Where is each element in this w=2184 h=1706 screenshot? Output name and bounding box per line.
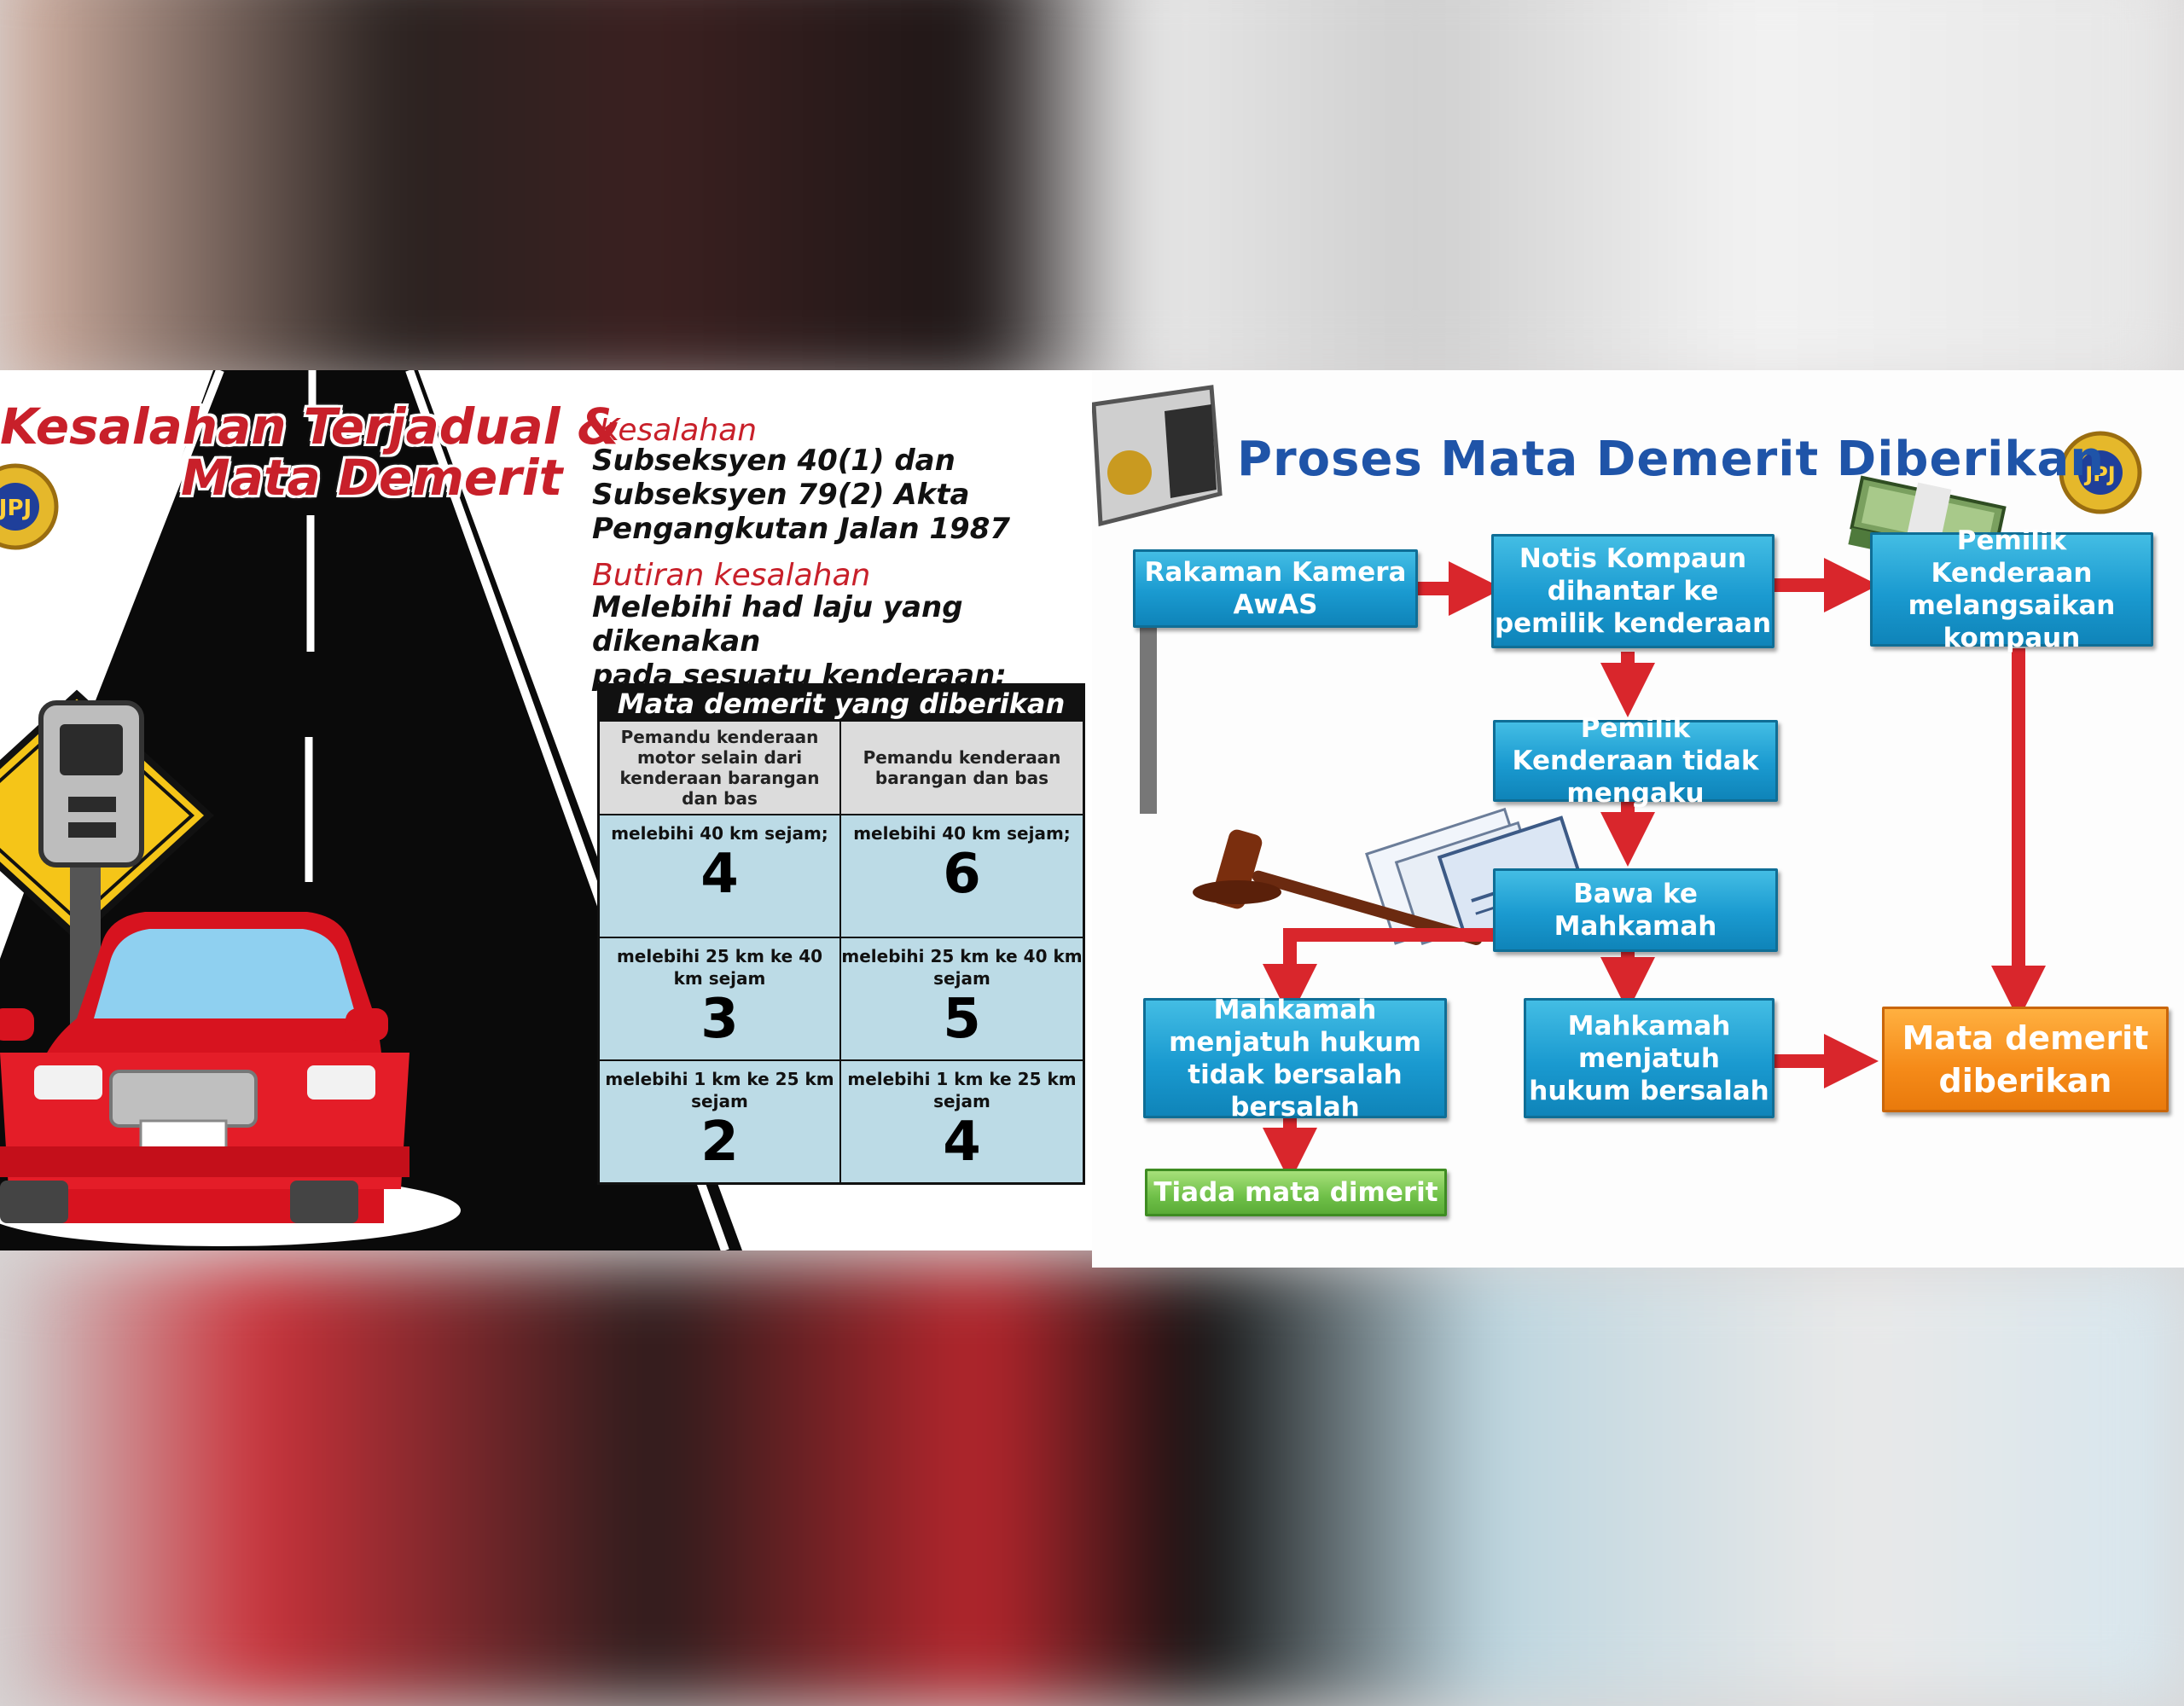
details-text: Melebihi had laju yang dikenakan pada se… (592, 590, 1007, 693)
panel-title-line1: Kesalahan Terjadual & (0, 397, 621, 456)
table-cell: melebihi 25 km ke 40 km sejam 5 (841, 946, 1083, 1051)
box-owner-pays: Pemilik Kenderaan melangsaikan kompaun (1870, 525, 2153, 653)
jpj-badge-icon: JPJ (0, 463, 59, 550)
table-cell: melebihi 40 km sejam; 6 (853, 823, 1071, 906)
table-divider (600, 937, 1083, 938)
offence-heading: Kesalahan (599, 413, 758, 448)
box-guilty: Mahkamah menjatuh hukum bersalah (1524, 998, 1774, 1118)
table-header-goods-bus-drivers: Pemandu kenderaan barangan dan bas (841, 722, 1083, 814)
gavel-icon (1193, 829, 1483, 945)
box-no-demerit: Tiada mata dimerit (1145, 1169, 1447, 1216)
box-camera-recording: Rakaman Kamera AwAS (1133, 549, 1418, 628)
road-illustration: JPJ (0, 370, 742, 1250)
offence-text: Subseksyen 40(1) dan Subseksyen 79(2) Ak… (592, 444, 1011, 546)
arrow (1263, 928, 1493, 1018)
speed-camera-icon (1092, 385, 1223, 814)
blurred-background-bottom (0, 1262, 2184, 1706)
box-demerit-given: Mata demerit diberikan (1882, 1007, 2169, 1112)
box-court: Bawa ke Mahkamah (1493, 868, 1778, 952)
table-divider (600, 1059, 1083, 1061)
table-divider (600, 814, 1083, 815)
table-cell: melebihi 25 km ke 40 km sejam 3 (616, 946, 823, 1051)
table-cell: melebihi 1 km ke 25 km sejam 2 (605, 1069, 834, 1174)
process-title: Proses Mata Demerit Diberikan (1237, 432, 2106, 487)
panel-title-line2: Mata Demerit (181, 449, 563, 507)
box-compound-notice: Notis Kompaun dihantar ke pemilik kender… (1491, 534, 1774, 648)
table-divider (839, 722, 841, 1182)
table-cell: melebihi 40 km sejam; 4 (611, 823, 828, 906)
table-header-motor-drivers: Pemandu kenderaan motor selain dari kend… (600, 722, 839, 814)
jpj-badge-icon: JPJ (2059, 431, 2142, 514)
flow-arrows: JPJ (1092, 385, 2142, 1182)
red-car-icon (0, 912, 410, 1223)
table-title: Mata demerit yang diberikan (600, 686, 1083, 722)
demerit-process-panel: JPJ Proses Mata Demerit Diberikan Rakama… (1092, 370, 2184, 1268)
svg-text:JPJ: JPJ (2083, 462, 2115, 486)
svg-text:JPJ: JPJ (0, 496, 32, 521)
box-not-guilty: Mahkamah menjatuh hukum tidak bersalah b… (1143, 995, 1447, 1123)
demerit-points-table: Mata demerit yang diberikan Pemandu kend… (597, 683, 1085, 1185)
blurred-background-top (0, 0, 2184, 392)
table-cell: melebihi 1 km ke 25 km sejam 4 (847, 1069, 1077, 1174)
demerit-offence-panel: JPJ Kesalahan Terjadual & Mata Demerit K… (0, 370, 1092, 1250)
box-owner-denies: Pemilik Kenderaan tidak mengaku (1493, 713, 1778, 809)
details-heading: Butiran kesalahan (592, 558, 871, 593)
